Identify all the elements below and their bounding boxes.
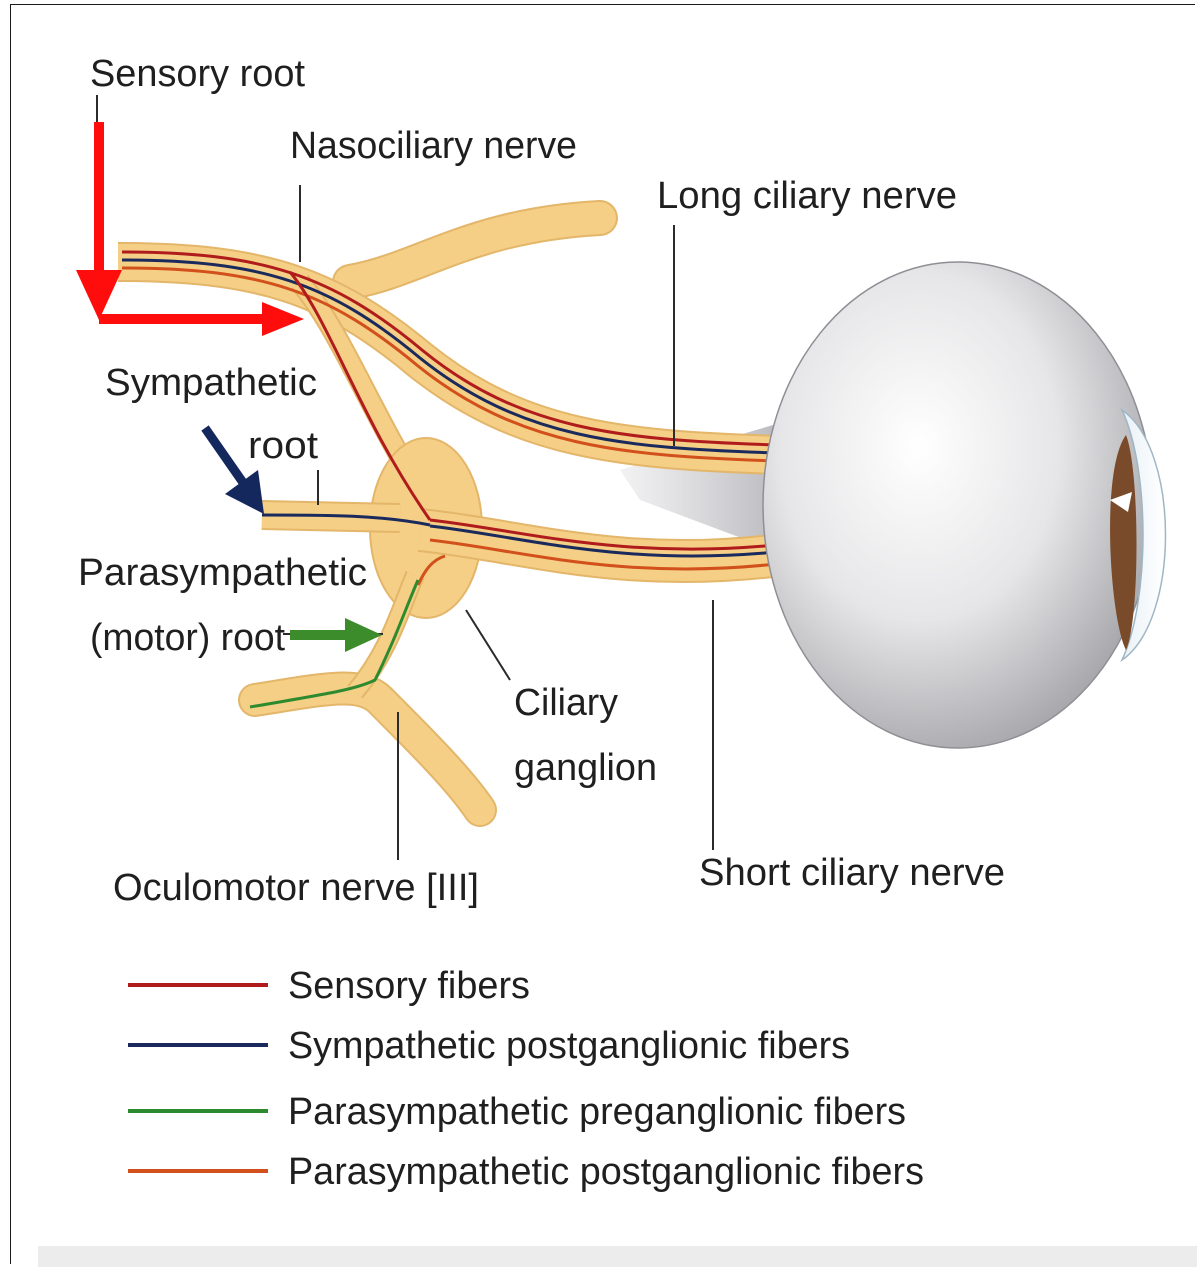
green-arrow-shaft [290,630,350,640]
navy-arrow-shaft [205,428,244,484]
navy-arrow-head [225,470,264,514]
label-parasympathetic-root-line1: Parasympathetic [78,552,367,594]
legend-label-1: Sympathetic postganglionic fibers [288,1025,850,1067]
legend-label-3: Parasympathetic postganglionic fibers [288,1151,924,1193]
label-parasympathetic-root-line2: (motor) root [90,617,285,659]
label-nasociliary-nerve: Nasociliary nerve [290,125,577,167]
nasociliary-upper-branch [350,218,600,282]
leader-ciliary-ganglion [466,610,510,680]
red-arrow-shaft-vertical [94,122,104,287]
label-short-ciliary-nerve: Short ciliary nerve [699,852,1005,894]
label-long-ciliary-nerve: Long ciliary nerve [657,175,957,217]
legend-label-0: Sensory fibers [288,965,530,1007]
red-arrow [76,122,304,336]
label-sympathetic-root-line1: Sympathetic [105,362,317,404]
label-ciliary-ganglion-line1: Ciliary [514,682,618,724]
label-ciliary-ganglion-line2: ganglion [514,747,657,789]
green-arrow [290,618,382,652]
long-ciliary-trunk-outline [118,262,780,455]
label-oculomotor-nerve: Oculomotor nerve [III] [113,867,479,909]
sympathetic-fiber-long [122,260,776,453]
label-sympathetic-root-line2: root [248,425,318,467]
legend-label-2: Parasympathetic preganglionic fibers [288,1091,906,1133]
legend: Sensory fibers Sympathetic postganglioni… [128,965,924,1193]
red-arrow-shaft-horizontal [99,314,269,324]
eyeball [763,262,1153,748]
red-arrow-head-down [76,270,122,320]
label-sensory-root: Sensory root [90,53,305,95]
